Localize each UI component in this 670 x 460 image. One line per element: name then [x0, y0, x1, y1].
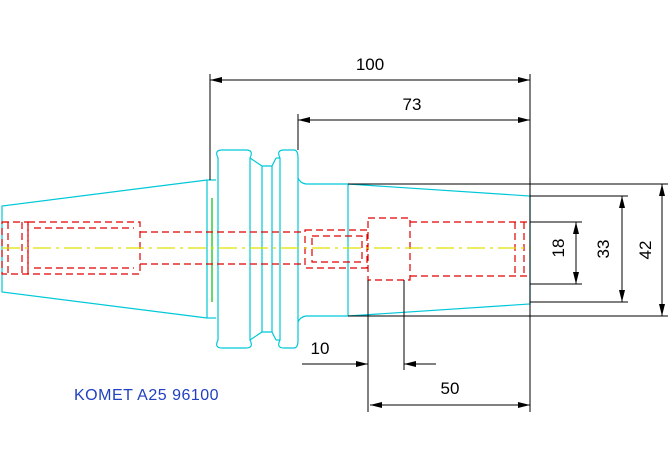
dim-18-label: 18: [549, 239, 568, 258]
hidden-right-bore: [367, 217, 411, 281]
dim-73-label: 73: [403, 95, 422, 114]
part-number-label: KOMET A25 96100: [74, 387, 219, 404]
tool-body: [297, 177, 531, 323]
dimension-lines: [209, 74, 668, 412]
hidden-left-bore: [1, 221, 29, 275]
tool-outline: [1, 149, 531, 349]
dim-10-label: 10: [311, 339, 330, 358]
hidden-lines: [1, 217, 530, 281]
hidden-screw: [304, 229, 368, 269]
dim-42-label: 42: [636, 241, 655, 260]
flange: [216, 149, 252, 349]
collar: [278, 149, 299, 349]
dim-33-label: 33: [594, 240, 613, 259]
dim-50-label: 50: [441, 379, 460, 398]
taper-shank: [1, 179, 208, 319]
groove: [249, 157, 277, 341]
dim-100-label: 100: [356, 55, 384, 74]
